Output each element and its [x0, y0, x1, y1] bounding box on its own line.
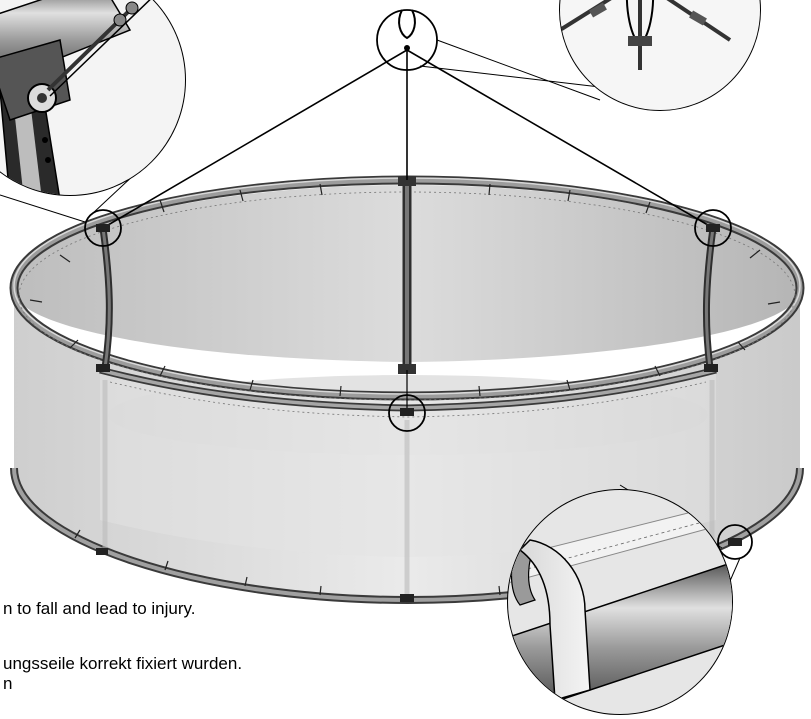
velcro-strap-detail-icon	[507, 489, 733, 715]
caption-line-2: ungsseile korrekt fixiert wurden.	[3, 654, 243, 673]
caption-line-1: n to fall and lead to injury.	[3, 599, 196, 618]
hanging-ring-icon	[398, 9, 416, 51]
suspension-ropes	[102, 49, 714, 408]
caption-line-3: n	[3, 674, 13, 693]
carabiner-shackle-detail-icon	[0, 0, 186, 196]
support-poles	[99, 176, 717, 598]
rope-knot-detail-icon	[559, 0, 761, 111]
